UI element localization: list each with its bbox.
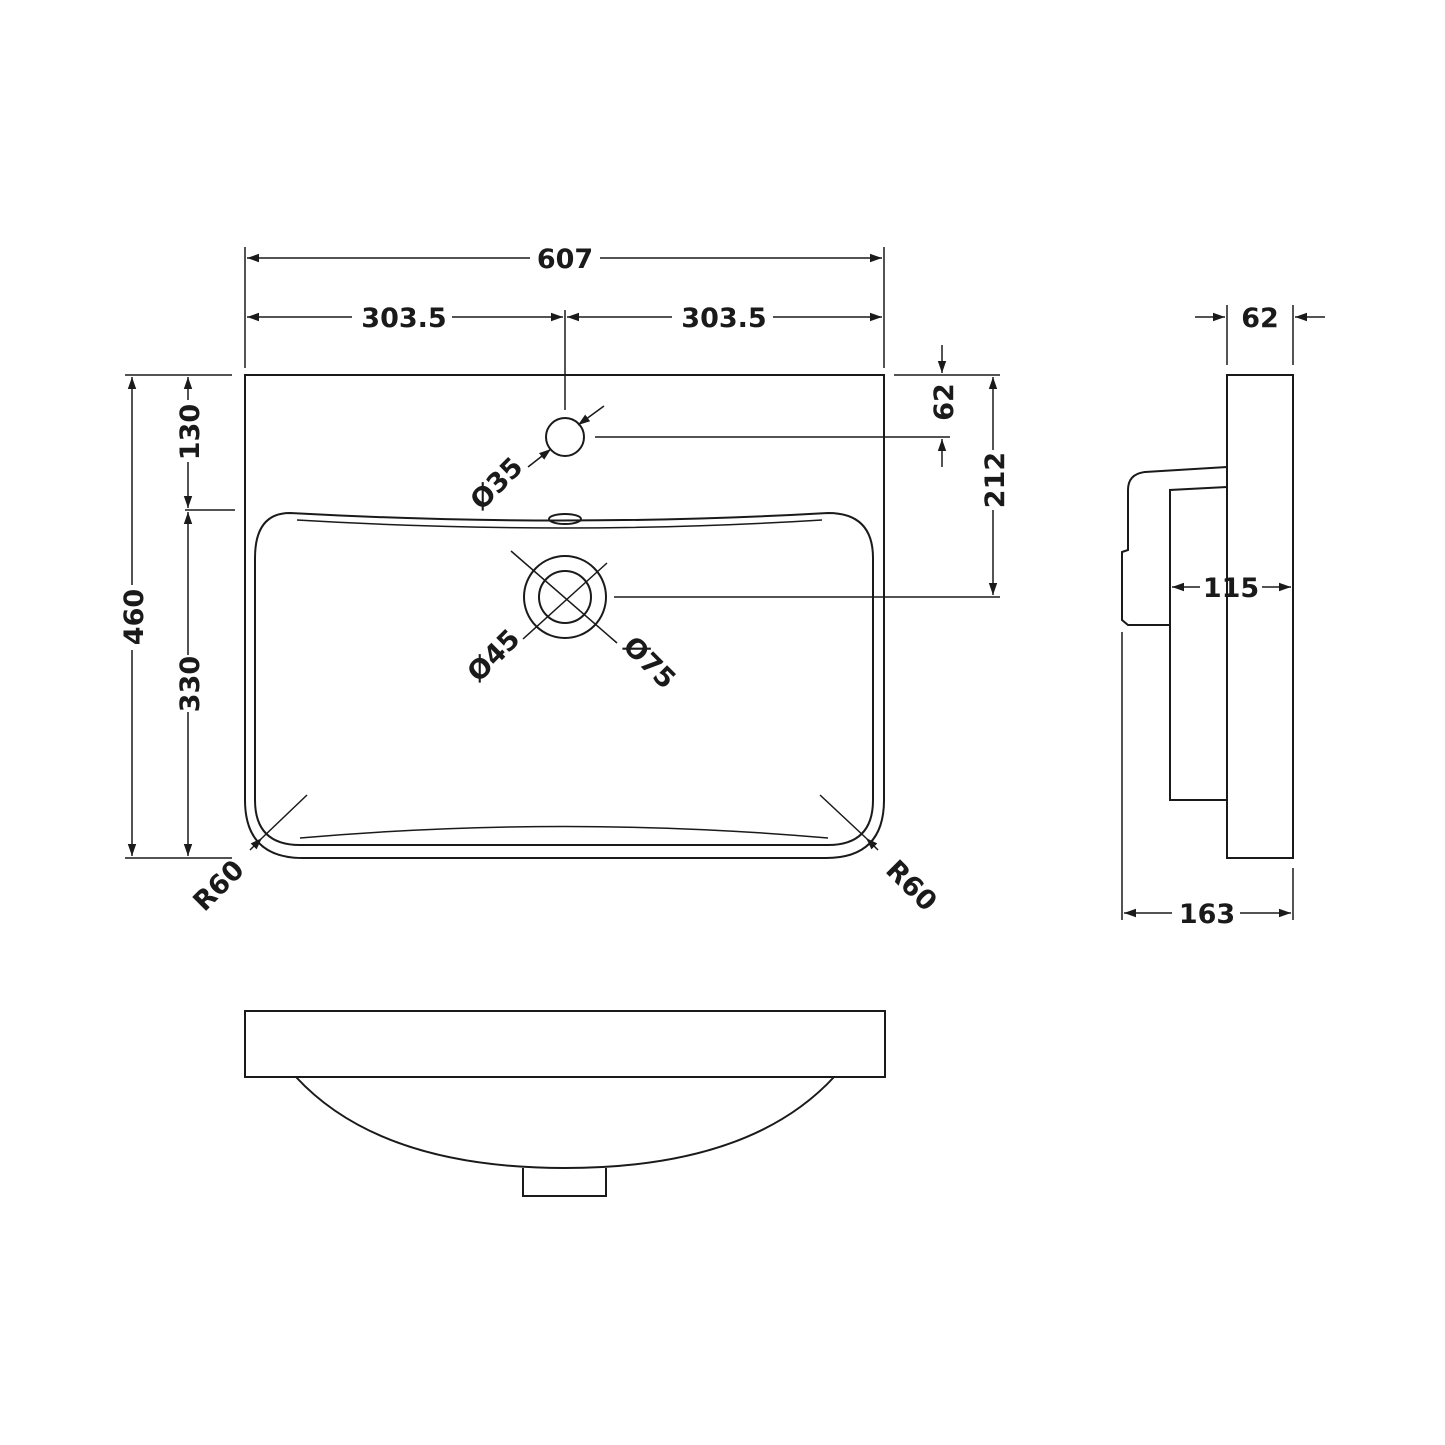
bowl-front-edge bbox=[299, 825, 829, 839]
dim-overall-depth: 460 bbox=[119, 589, 150, 645]
dim-bowl-depth: 330 bbox=[175, 656, 206, 712]
radius-leader-right bbox=[819, 794, 867, 839]
basin-outline bbox=[244, 374, 885, 859]
side-bowl-outline bbox=[1121, 466, 1228, 801]
dim-overall-height: 163 bbox=[1179, 899, 1235, 930]
front-bowl bbox=[295, 1076, 835, 1170]
bowl-outline bbox=[254, 511, 874, 846]
dim-rim-thickness: 62 bbox=[1241, 303, 1279, 334]
dim-waste-outer-diameter: Ø75 bbox=[617, 631, 682, 696]
front-view bbox=[244, 1010, 886, 1197]
dim-waste-inner-diameter: Ø45 bbox=[462, 624, 527, 689]
side-rim bbox=[1226, 374, 1294, 859]
waste-cross-1 bbox=[510, 550, 618, 644]
dim-corner-radius-left: R60 bbox=[187, 854, 250, 917]
side-bowl-inner bbox=[1169, 486, 1228, 625]
radius-leader-right-arrow bbox=[865, 837, 879, 851]
radius-leader-left bbox=[261, 794, 308, 839]
bowl-back-edge bbox=[296, 519, 823, 529]
front-rim bbox=[244, 1010, 886, 1078]
dim-bowl-projection: 115 bbox=[1203, 573, 1259, 604]
plan-view: 607 303.5 303.5 460 130 330 62 212 Ø35 Ø… bbox=[119, 244, 1011, 918]
tap-hole-leader bbox=[577, 405, 605, 426]
dim-tap-hole-from-edge: 62 bbox=[929, 383, 960, 421]
waste-outer bbox=[523, 555, 607, 639]
front-waste bbox=[522, 1168, 607, 1197]
tap-hole bbox=[545, 417, 585, 457]
dim-tap-hole-diameter: Ø35 bbox=[465, 452, 530, 517]
dim-waste-from-edge: 212 bbox=[980, 452, 1011, 508]
tap-hole-leader-2 bbox=[527, 448, 552, 468]
radius-leader-left-arrow bbox=[249, 837, 263, 851]
dim-tap-hole-offset: 130 bbox=[175, 404, 206, 460]
dim-half-width-left: 303.5 bbox=[361, 303, 446, 334]
dim-corner-radius-right: R60 bbox=[879, 854, 942, 917]
dim-overall-width: 607 bbox=[537, 244, 593, 275]
side-view: 62 115 163 bbox=[1121, 303, 1325, 930]
waste-inner bbox=[538, 570, 592, 624]
overflow-slot bbox=[548, 513, 582, 525]
dim-half-width-right: 303.5 bbox=[681, 303, 766, 334]
waste-cross-2 bbox=[522, 562, 608, 640]
